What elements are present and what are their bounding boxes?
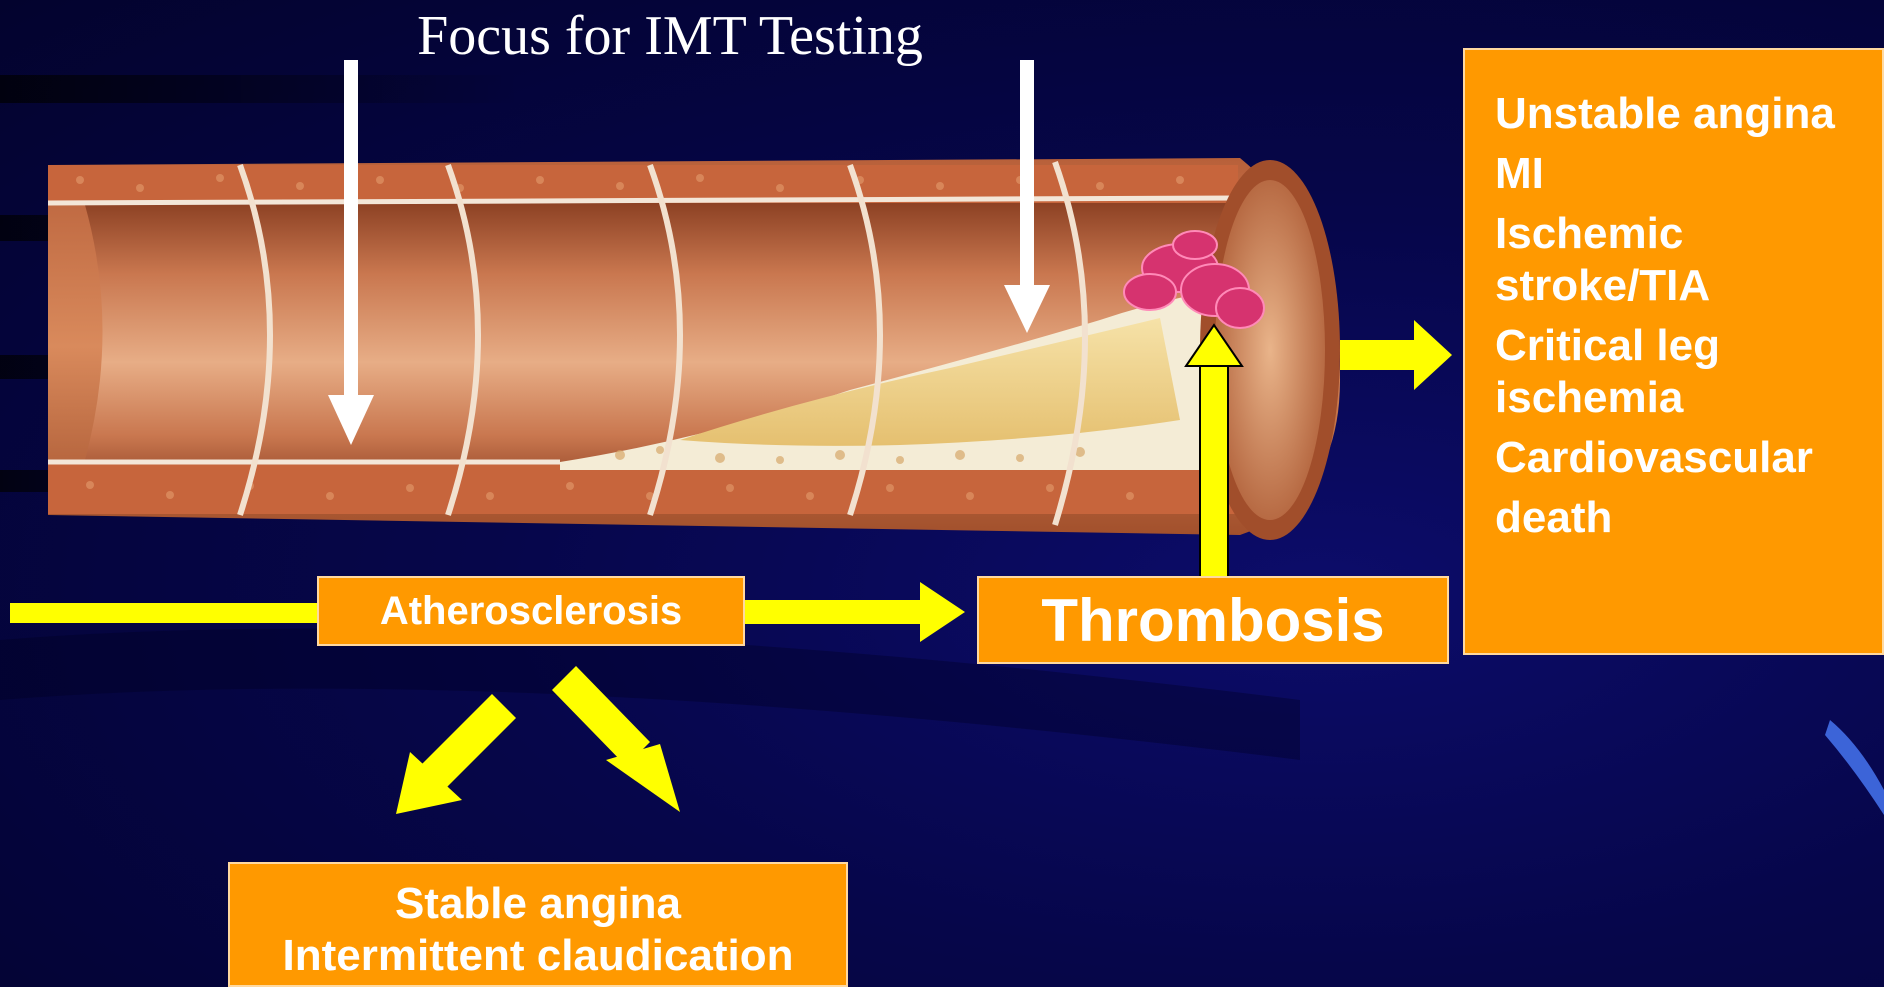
outcome-text: Ischemic bbox=[1495, 208, 1882, 260]
atherosclerosis-label: Atherosclerosis bbox=[380, 589, 682, 634]
outcome-text: Cardiovascular bbox=[1495, 432, 1882, 484]
stable-outcomes-box: Stable angina Intermittent claudication bbox=[228, 862, 848, 987]
outcome-text: Unstable angina bbox=[1495, 88, 1882, 140]
outcome-text: ischemia bbox=[1495, 372, 1882, 424]
outcome-text: Critical leg bbox=[1495, 320, 1882, 372]
outcome-item: MI bbox=[1495, 148, 1882, 200]
artery-illustration bbox=[48, 158, 1340, 540]
ath-to-thrombosis-arrow bbox=[745, 582, 965, 642]
decorative-swoosh bbox=[1825, 720, 1884, 815]
outcome-item: death bbox=[1495, 492, 1882, 544]
outcome-text: MI bbox=[1495, 148, 1882, 200]
stable-line-1: Stable angina bbox=[230, 878, 846, 930]
outcome-item: Unstable angina bbox=[1495, 88, 1882, 140]
diagram-title: Focus for IMT Testing bbox=[330, 4, 1010, 68]
thrombosis-box: Thrombosis bbox=[977, 576, 1449, 664]
thrombosis-label: Thrombosis bbox=[1041, 586, 1384, 655]
outcome-text: stroke/TIA bbox=[1495, 260, 1882, 312]
outcome-item: Ischemic stroke/TIA bbox=[1495, 208, 1882, 312]
outcome-item: Critical leg ischemia bbox=[1495, 320, 1882, 424]
stable-line-2: Intermittent claudication bbox=[230, 930, 846, 982]
outcome-item: Cardiovascular bbox=[1495, 432, 1882, 484]
atherosclerosis-box: Atherosclerosis bbox=[317, 576, 745, 646]
outcome-text: death bbox=[1495, 492, 1882, 544]
incoming-arrow-line bbox=[10, 603, 317, 623]
thrombosis-to-outcomes-arrow bbox=[1340, 320, 1452, 390]
thrombosis-outcomes-box: Unstable angina MI Ischemic stroke/TIA C… bbox=[1463, 48, 1884, 655]
ath-to-stable-arrow-left bbox=[396, 694, 516, 814]
